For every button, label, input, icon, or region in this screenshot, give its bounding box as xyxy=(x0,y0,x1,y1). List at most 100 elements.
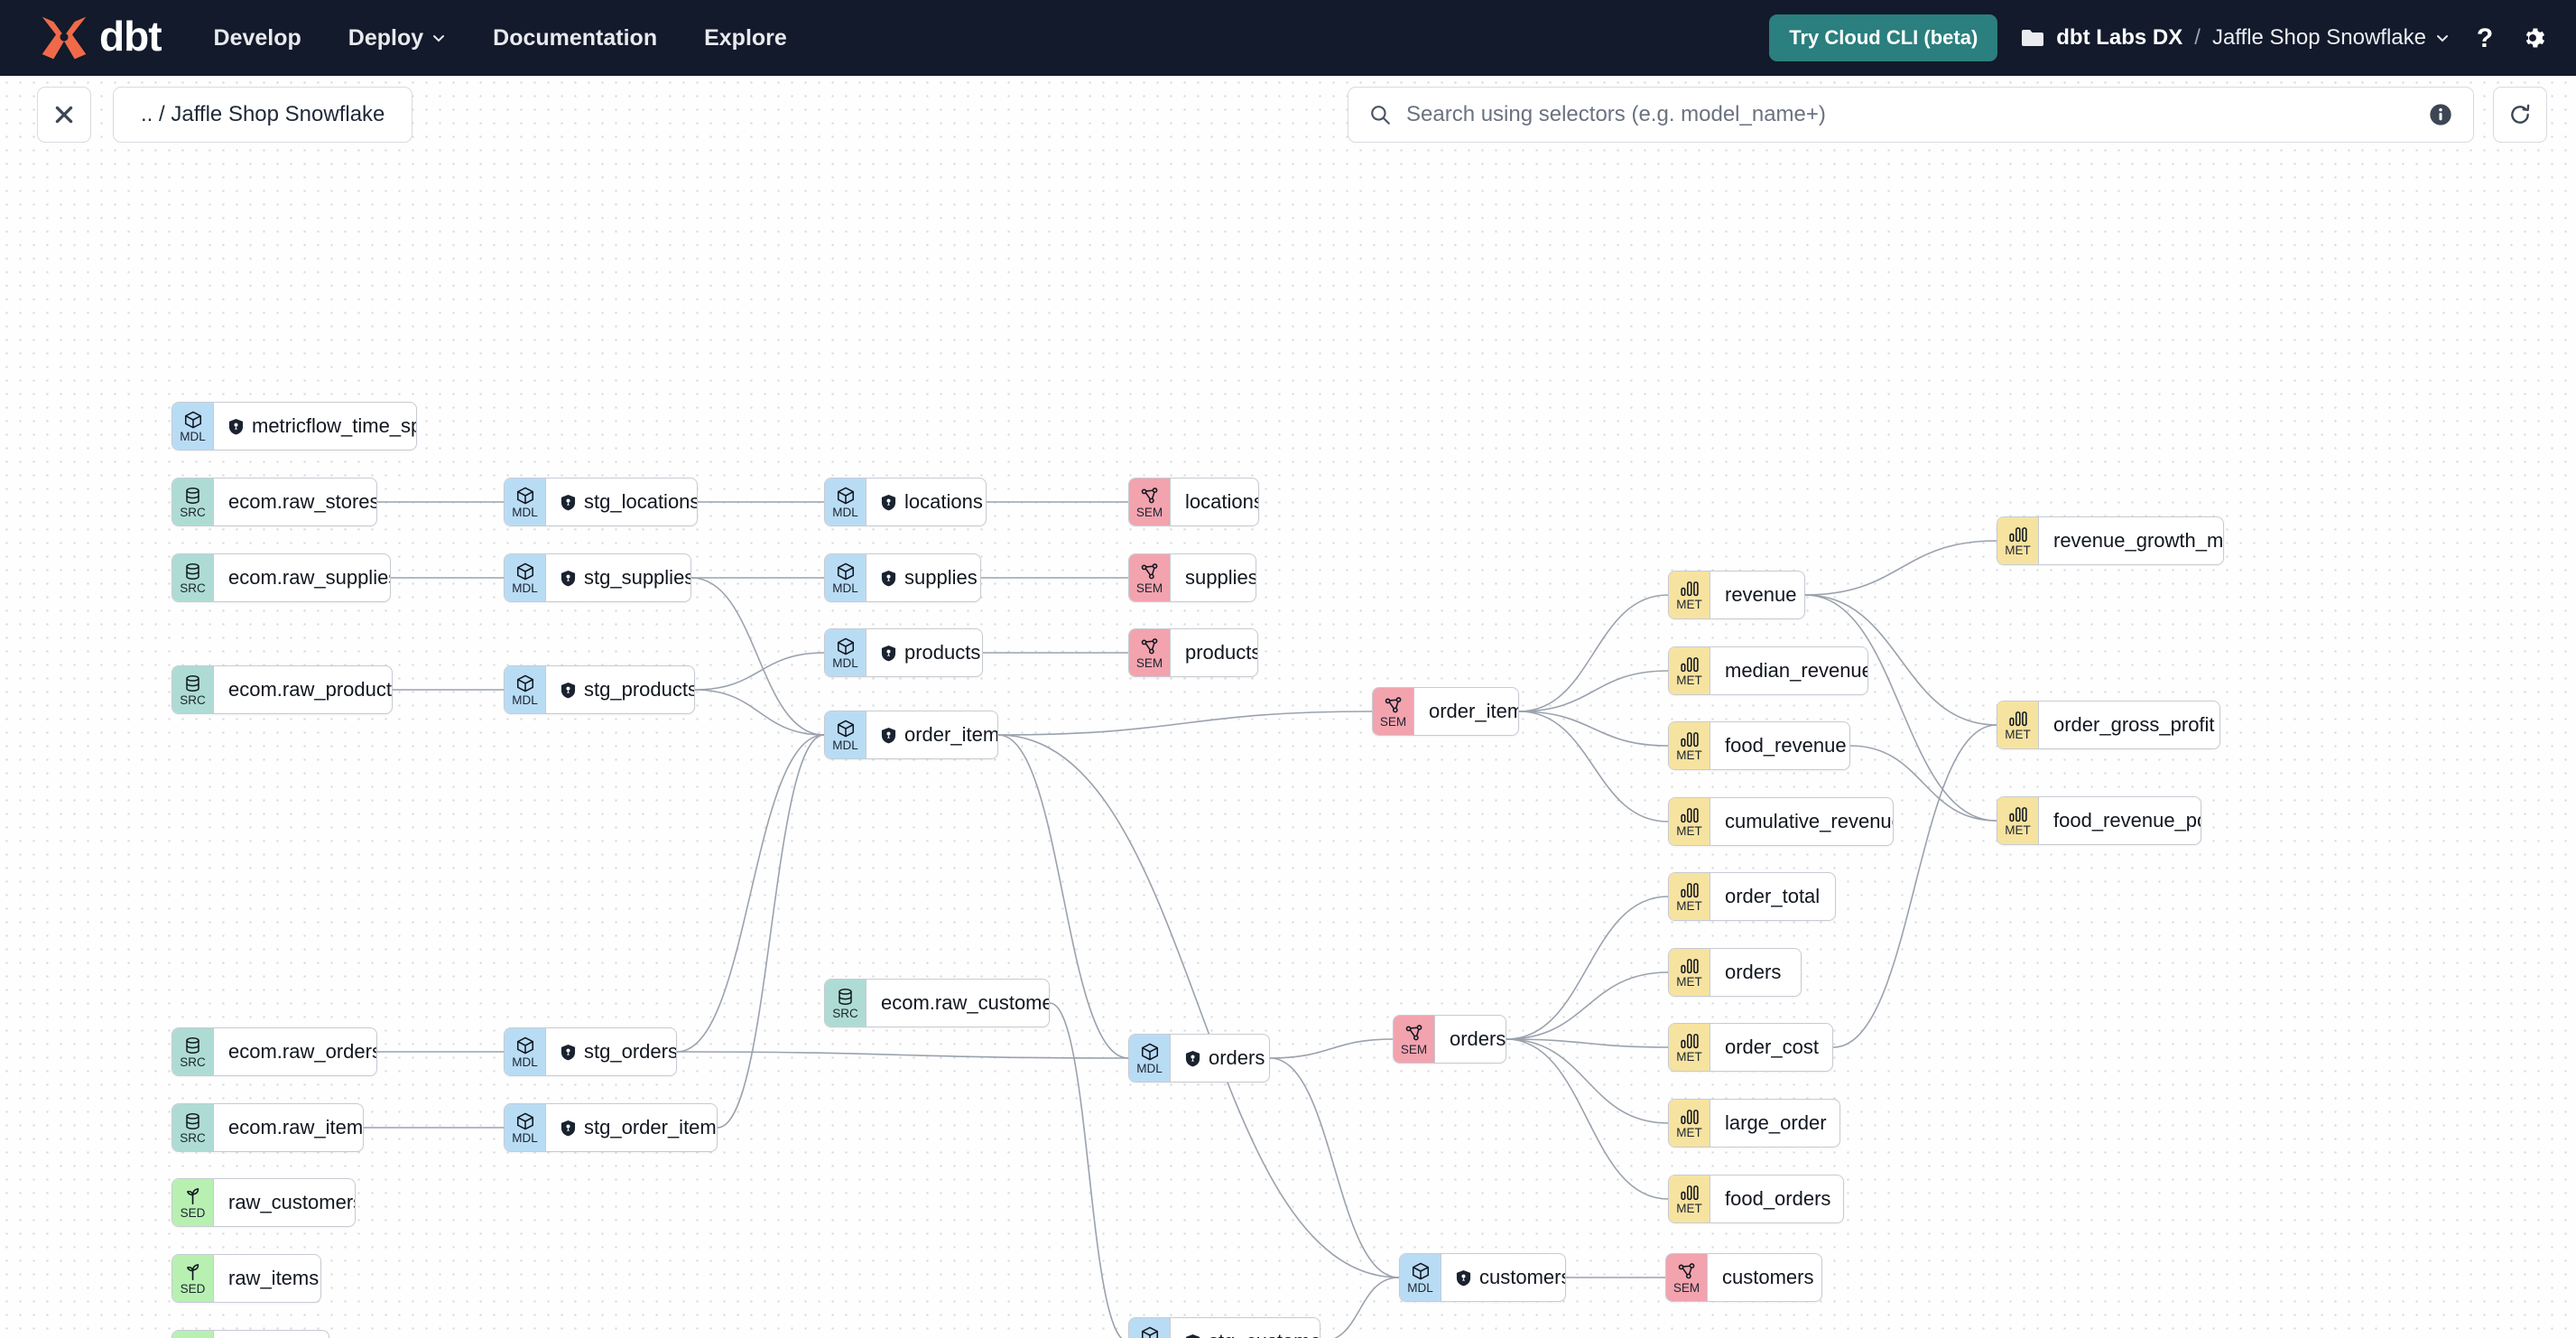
search-input[interactable] xyxy=(1406,102,2414,127)
node-type-badge-met: MET xyxy=(1669,722,1710,769)
node-label: median_revenue xyxy=(1725,659,1868,682)
breadcrumb-project-selector[interactable]: Jaffle Shop Snowflake xyxy=(2212,25,2450,51)
cube-icon xyxy=(516,487,533,505)
dbt-logo[interactable]: dbt xyxy=(38,14,162,62)
seed-sprout-icon xyxy=(186,1187,199,1204)
node-type-badge-src: SRC xyxy=(172,1028,214,1075)
breadcrumb-separator: / xyxy=(2194,25,2201,50)
refresh-button[interactable] xyxy=(2493,87,2547,143)
nav-item-develop[interactable]: Develop xyxy=(214,25,301,51)
shield-badge-icon xyxy=(561,1044,576,1060)
node-type-badge-mdl: MDL xyxy=(505,479,546,525)
node-type-badge-mdl: MDL xyxy=(505,554,546,601)
node-type-badge-sem: SEM xyxy=(1666,1254,1708,1301)
settings-button[interactable] xyxy=(2520,25,2545,51)
nav-item-explore[interactable]: Explore xyxy=(704,25,787,51)
shield-badge-icon xyxy=(881,494,896,510)
account-project-breadcrumb: dbt Labs DX / Jaffle Shop Snowflake xyxy=(2021,25,2450,51)
node-type-badge-met: MET xyxy=(1669,1100,1710,1147)
lineage-graph-canvas[interactable]: MDLmetricflow_time_spineSRCecom.raw_stor… xyxy=(0,76,2576,1338)
node-label: stg_order_items xyxy=(546,1104,717,1151)
nav-item-documentation[interactable]: Documentation xyxy=(493,25,657,51)
graph-node-seed_customers[interactable]: SED raw_customers xyxy=(171,1178,356,1227)
lineage-edge xyxy=(997,711,1373,736)
close-button[interactable] xyxy=(37,87,91,143)
shield-badge-icon xyxy=(1456,1269,1471,1286)
cube-icon xyxy=(837,487,854,505)
node-label: revenue xyxy=(1725,583,1797,606)
node-label: locations xyxy=(866,479,986,525)
graph-toolbar: .. / Jaffle Shop Snowflake xyxy=(0,76,2576,153)
node-type-badge-met: MET xyxy=(1997,797,2039,844)
lineage-edge xyxy=(1849,745,1997,822)
node-label: supplies xyxy=(866,554,980,601)
try-cloud-cli-button[interactable]: Try Cloud CLI (beta) xyxy=(1769,14,1998,61)
breadcrumb-project-label: Jaffle Shop Snowflake xyxy=(2211,25,2426,50)
project-breadcrumb-button[interactable]: .. / Jaffle Shop Snowflake xyxy=(113,87,413,143)
node-type-badge-mdl: MDL xyxy=(1400,1254,1441,1301)
graph-node-sem_customers[interactable]: SEM customers xyxy=(1665,1253,1822,1302)
node-type-badge-sed: SED xyxy=(172,1179,214,1226)
info-circle-icon[interactable] xyxy=(2428,102,2453,127)
node-label: products xyxy=(1185,641,1258,664)
close-x-icon xyxy=(55,106,73,124)
help-button[interactable]: ? xyxy=(2473,23,2497,52)
node-label: raw_customers xyxy=(228,1191,356,1213)
semantic-graph-icon xyxy=(1141,487,1157,504)
lineage-edge xyxy=(1269,1038,1394,1059)
metric-bars-icon xyxy=(1680,1109,1699,1124)
node-label: ecom.raw_customers xyxy=(881,991,1049,1014)
node-type-badge-sed: SED xyxy=(172,1255,214,1302)
nav-item-deploy[interactable]: Deploy xyxy=(348,25,446,51)
search-icon xyxy=(1371,106,1390,125)
svg-text:?: ? xyxy=(2477,23,2493,52)
cube-icon xyxy=(516,562,533,581)
search-bar[interactable] xyxy=(1348,87,2474,143)
node-label: customers xyxy=(1722,1266,1814,1288)
metric-bars-icon xyxy=(1680,807,1699,822)
cube-icon xyxy=(837,562,854,581)
lineage-edge xyxy=(1518,711,1669,822)
nav-item-deploy-label: Deploy xyxy=(347,24,424,51)
breadcrumb-org[interactable]: dbt Labs DX xyxy=(2056,25,2183,50)
shield-badge-icon xyxy=(228,418,244,434)
